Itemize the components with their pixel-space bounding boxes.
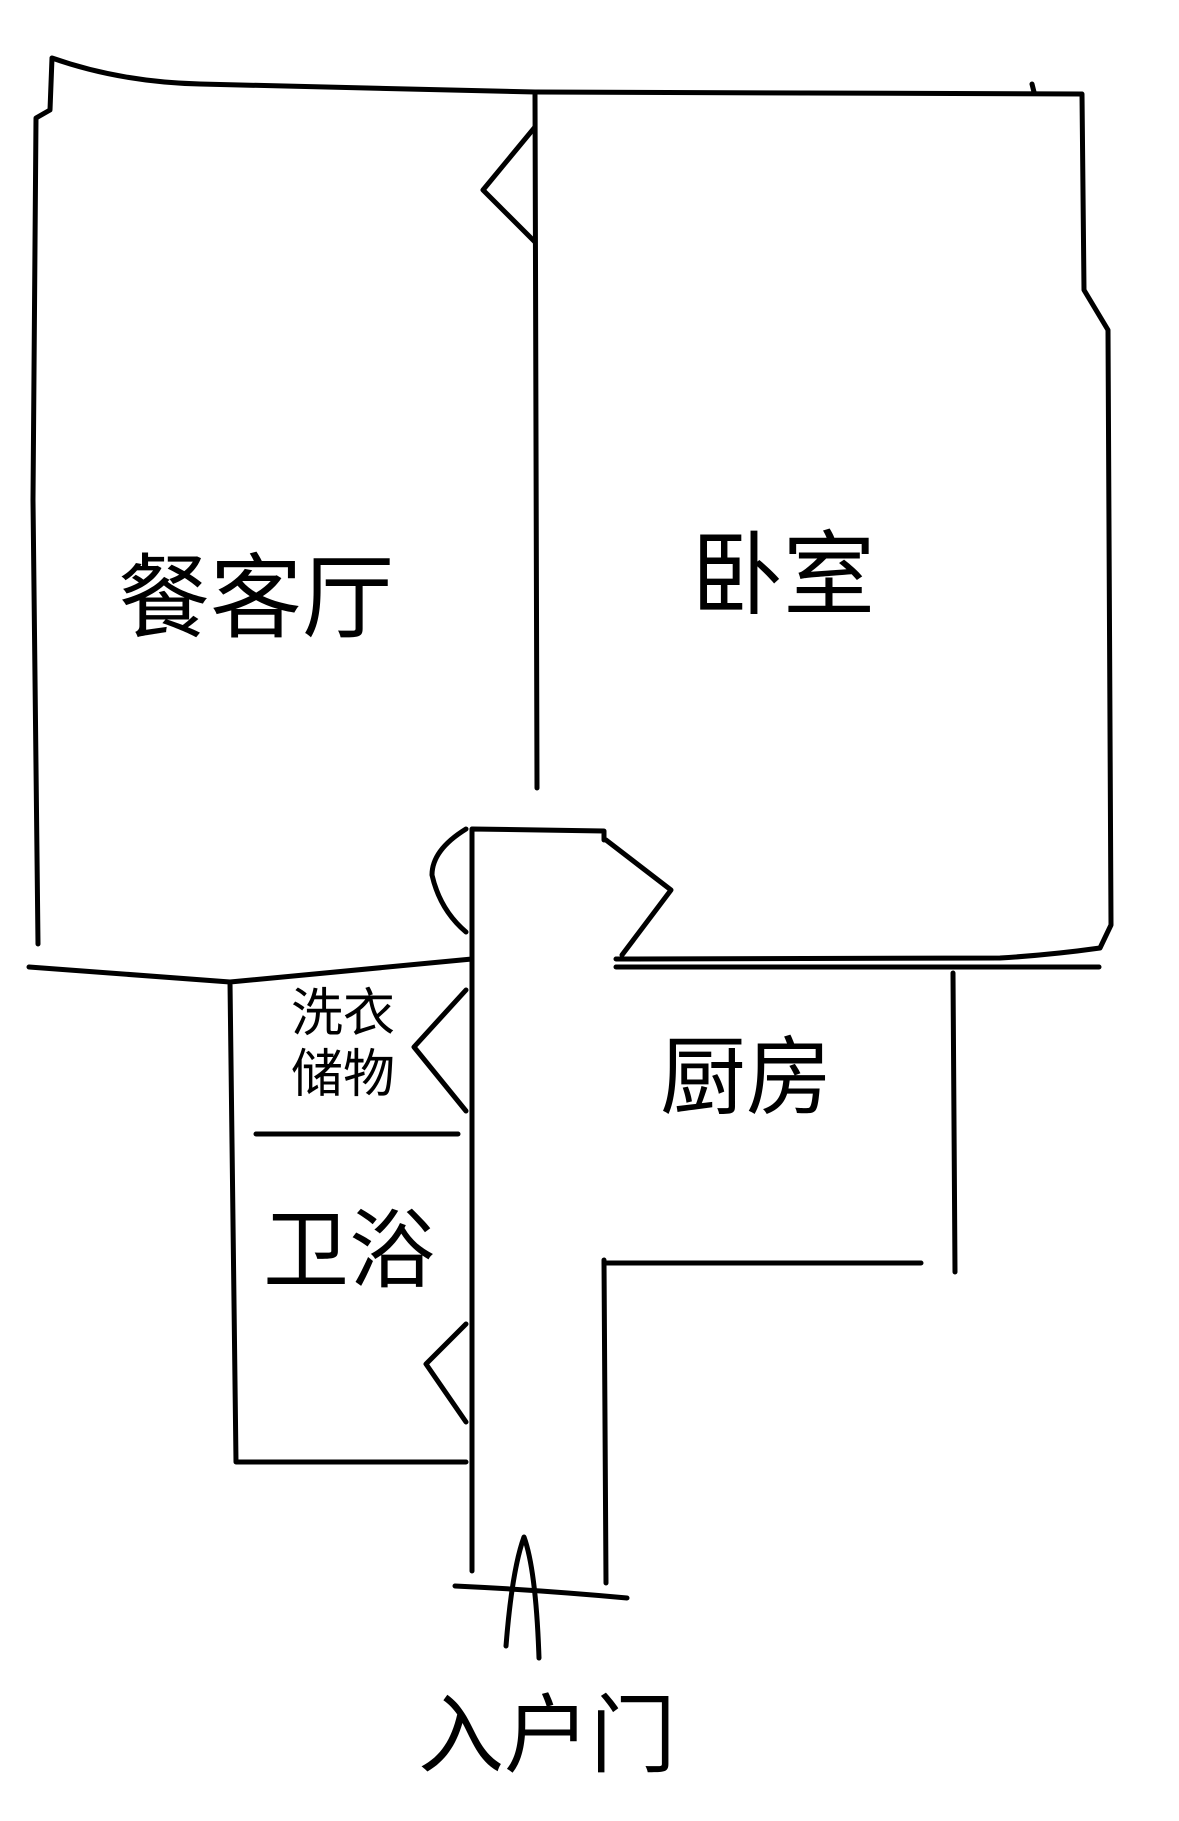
room-label-laundry-2: 储物: [291, 1045, 395, 1105]
kitchen-walls: [601, 970, 958, 1275]
door-swing-bedroom-corridor: [603, 837, 674, 958]
room-label-bathroom: 卫浴: [263, 1201, 435, 1301]
door-swing-laundry: [411, 987, 469, 1114]
entrance-arrow-icon: [503, 1534, 542, 1661]
corridor-walls: [469, 826, 609, 1586]
center-divider-wall: [532, 89, 540, 791]
room-label-laundry-1: 洗衣: [291, 984, 395, 1044]
door-swing-bathroom: [423, 1321, 469, 1425]
room-label-living-dining: 餐客厅: [118, 545, 394, 652]
living-room-walls: [26, 55, 538, 985]
room-label-bedroom: 卧室: [691, 522, 875, 629]
entrance-label: 入户门: [418, 1686, 676, 1786]
door-swing-living-corridor: [429, 826, 469, 935]
bath-block-walls: [227, 956, 475, 1465]
door-swing-bedroom-living: [480, 124, 538, 245]
entrance-threshold: [452, 1583, 630, 1601]
room-label-kitchen: 厨房: [660, 1028, 832, 1128]
bedroom-walls: [532, 81, 1114, 962]
